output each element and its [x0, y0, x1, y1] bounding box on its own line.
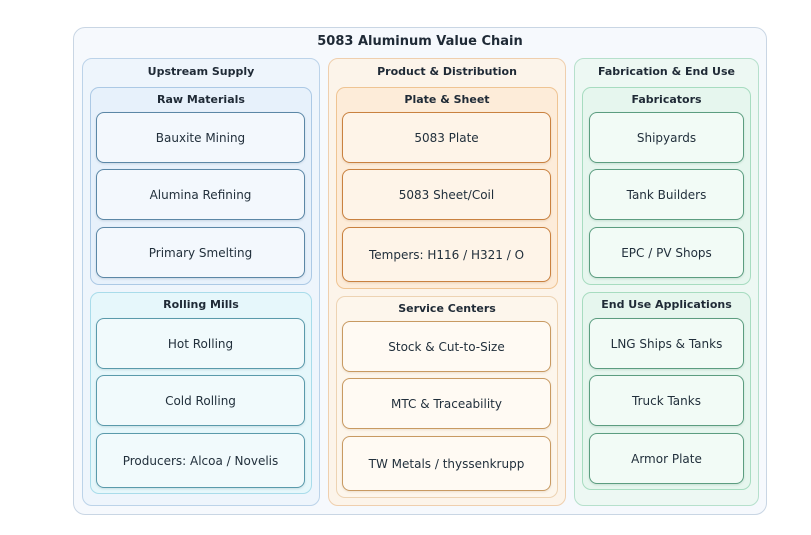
column-title: Product & Distribution: [377, 65, 517, 78]
group-title: Raw Materials: [157, 93, 245, 106]
node-alumina-refining: Alumina Refining: [96, 169, 305, 220]
node-cold-rolling: Cold Rolling: [96, 375, 305, 426]
node-5083-plate: 5083 Plate: [342, 112, 551, 163]
column-title: Fabrication & End Use: [598, 65, 735, 78]
node-tw-metals: TW Metals / thyssenkrupp: [342, 436, 551, 491]
group-title: End Use Applications: [601, 298, 732, 311]
group-title: Fabricators: [631, 93, 702, 106]
node-tempers: Tempers: H116 / H321 / O: [342, 227, 551, 282]
node-bauxite-mining: Bauxite Mining: [96, 112, 305, 163]
node-mtc-traceability: MTC & Traceability: [342, 378, 551, 429]
group-title: Service Centers: [398, 302, 496, 315]
node-5083-sheet-coil: 5083 Sheet/Coil: [342, 169, 551, 220]
group-title: Rolling Mills: [163, 298, 239, 311]
node-lng-ships-tanks: LNG Ships & Tanks: [589, 318, 744, 369]
node-epc-pv-shops: EPC / PV Shops: [589, 227, 744, 278]
group-title: Plate & Sheet: [404, 93, 490, 106]
node-hot-rolling: Hot Rolling: [96, 318, 305, 369]
node-truck-tanks: Truck Tanks: [589, 375, 744, 426]
node-stock-cut-to-size: Stock & Cut-to-Size: [342, 321, 551, 372]
column-title: Upstream Supply: [147, 65, 255, 78]
node-producers: Producers: Alcoa / Novelis: [96, 433, 305, 488]
node-shipyards: Shipyards: [589, 112, 744, 163]
node-primary-smelting: Primary Smelting: [96, 227, 305, 278]
diagram-title: 5083 Aluminum Value Chain: [317, 34, 523, 49]
node-tank-builders: Tank Builders: [589, 169, 744, 220]
node-armor-plate: Armor Plate: [589, 433, 744, 484]
